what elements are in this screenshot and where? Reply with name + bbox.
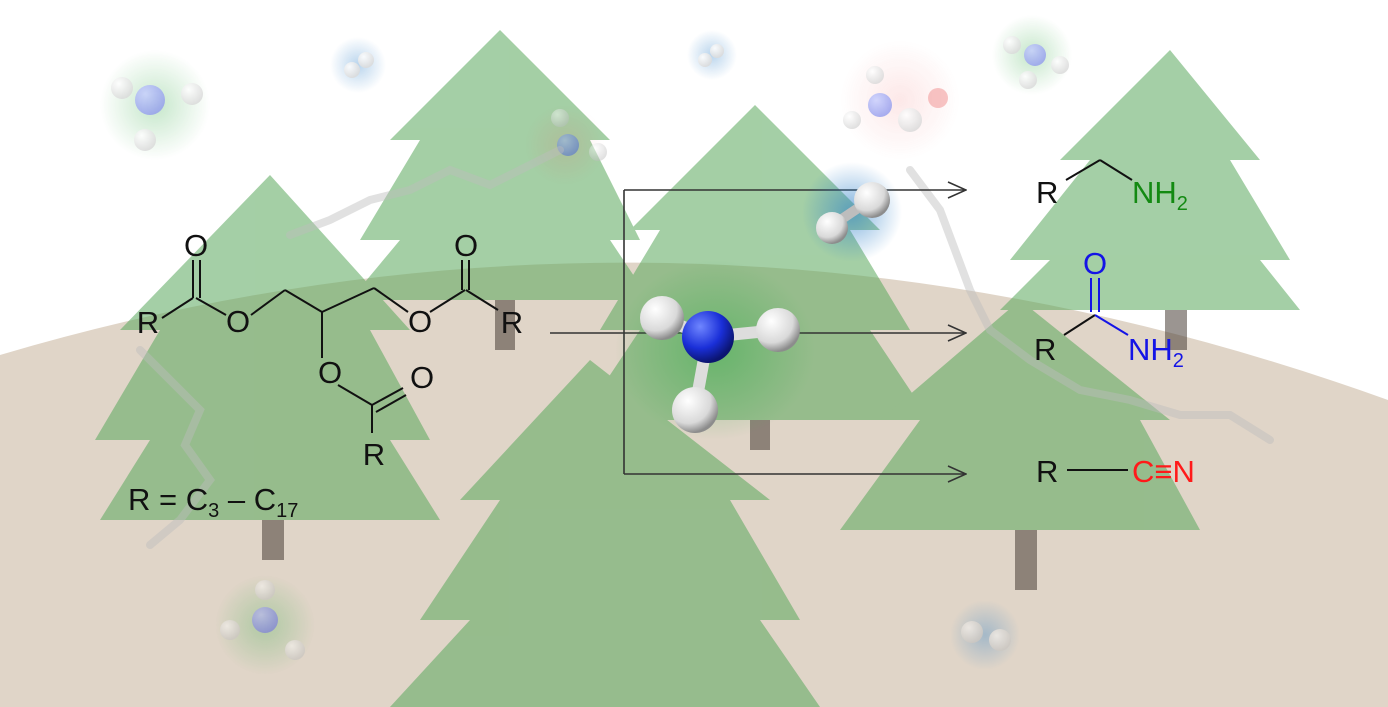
hydrogen-atom xyxy=(551,109,569,127)
hydrogen-atom xyxy=(220,620,240,640)
nitrogen-atom xyxy=(1024,44,1046,66)
oxygen-atom xyxy=(928,88,948,108)
product-nitrile: R C≡N xyxy=(1036,454,1195,489)
tree-left xyxy=(95,175,440,520)
bond xyxy=(321,287,375,313)
nitrogen-atom xyxy=(252,607,278,633)
hydrogen-atom xyxy=(1003,36,1021,54)
bond xyxy=(250,289,286,316)
hydrogen-atom xyxy=(358,52,374,68)
bond xyxy=(1063,314,1096,336)
hydrogen-glow xyxy=(950,600,1020,670)
hydrogen-atom xyxy=(344,62,360,78)
hydrogen-atom xyxy=(1051,56,1069,74)
fatty-chain xyxy=(906,166,1274,444)
bond xyxy=(371,387,404,406)
ester-oxygen-label: O xyxy=(318,355,342,390)
tree-front-center xyxy=(390,360,820,707)
carbonyl-oxygen-label: O xyxy=(454,228,478,263)
hydrogen-atom xyxy=(989,629,1011,651)
hydrogen-atom xyxy=(816,212,848,244)
hydrogen-atom xyxy=(589,143,607,161)
amine-group-label: NH2 xyxy=(1132,175,1188,215)
hydrogen-atom xyxy=(961,621,983,643)
amide-r-label: R xyxy=(1034,332,1056,367)
triglyceride-structure xyxy=(161,260,499,433)
hydrogen-atom xyxy=(698,53,712,67)
r-group-label: R xyxy=(363,437,385,472)
hydrogen-atom xyxy=(672,387,718,433)
tree-right-front xyxy=(840,300,1200,530)
hydrogen-atom xyxy=(854,182,890,218)
nitrile-group-label: C≡N xyxy=(1132,454,1195,489)
bond xyxy=(373,287,409,313)
ammonia-molecule xyxy=(615,260,815,440)
tree-right-back xyxy=(1000,50,1300,310)
hydrogen-atom xyxy=(181,83,203,105)
carbon-atom xyxy=(898,108,922,132)
bond xyxy=(429,289,466,313)
hydrogen-atom xyxy=(710,44,724,58)
ester-oxygen-label: O xyxy=(226,304,250,339)
amide-oxygen-label: O xyxy=(1083,246,1107,281)
nitrogen-atom xyxy=(682,311,734,363)
background-trees xyxy=(95,30,1300,707)
amine-r-label: R xyxy=(1036,175,1058,210)
hydrogen-atom xyxy=(866,66,884,84)
hydrogen-atom xyxy=(756,308,800,352)
bond xyxy=(161,297,194,319)
nitrogen-atom xyxy=(135,85,165,115)
hydrogen-atom xyxy=(111,77,133,99)
bond xyxy=(375,394,407,413)
product-amide: O R NH2 xyxy=(1034,246,1184,372)
r-group-label: R xyxy=(137,305,159,340)
bond xyxy=(195,297,227,316)
hydrogen-atom xyxy=(134,129,156,151)
amide-group-label: NH2 xyxy=(1128,332,1184,372)
bond xyxy=(1099,159,1133,181)
hydrogen-atom xyxy=(843,111,861,129)
hydrogen-atom xyxy=(640,296,684,340)
bond xyxy=(1065,159,1101,181)
nitrogen-atom xyxy=(868,93,892,117)
nitrile-r-label: R xyxy=(1036,454,1058,489)
r-definition: R = C3 – C17 xyxy=(128,482,298,522)
fatty-chain xyxy=(286,146,564,239)
r-group-label: R xyxy=(501,305,523,340)
carbonyl-oxygen-label: O xyxy=(184,228,208,263)
background-molecules xyxy=(100,15,1072,675)
bond xyxy=(465,289,499,311)
bond xyxy=(284,289,323,313)
carbonyl-oxygen-label: O xyxy=(410,360,434,395)
product-amine: R NH2 xyxy=(1036,159,1188,215)
hydrogen-atom xyxy=(255,580,275,600)
bond xyxy=(337,384,373,406)
triglyceride-labels: O O O O O O R R R R = C3 – C17 xyxy=(128,228,523,522)
hydrogen-atom xyxy=(1019,71,1037,89)
fatty-chain xyxy=(136,346,215,549)
hydrogen-molecule xyxy=(802,162,902,262)
hydrogen-atom xyxy=(285,640,305,660)
ester-oxygen-label: O xyxy=(408,304,432,339)
tree-back-left xyxy=(350,30,650,300)
c-n-bond xyxy=(1094,314,1129,336)
background-chains xyxy=(136,146,1274,549)
nitrogen-atom xyxy=(557,134,579,156)
